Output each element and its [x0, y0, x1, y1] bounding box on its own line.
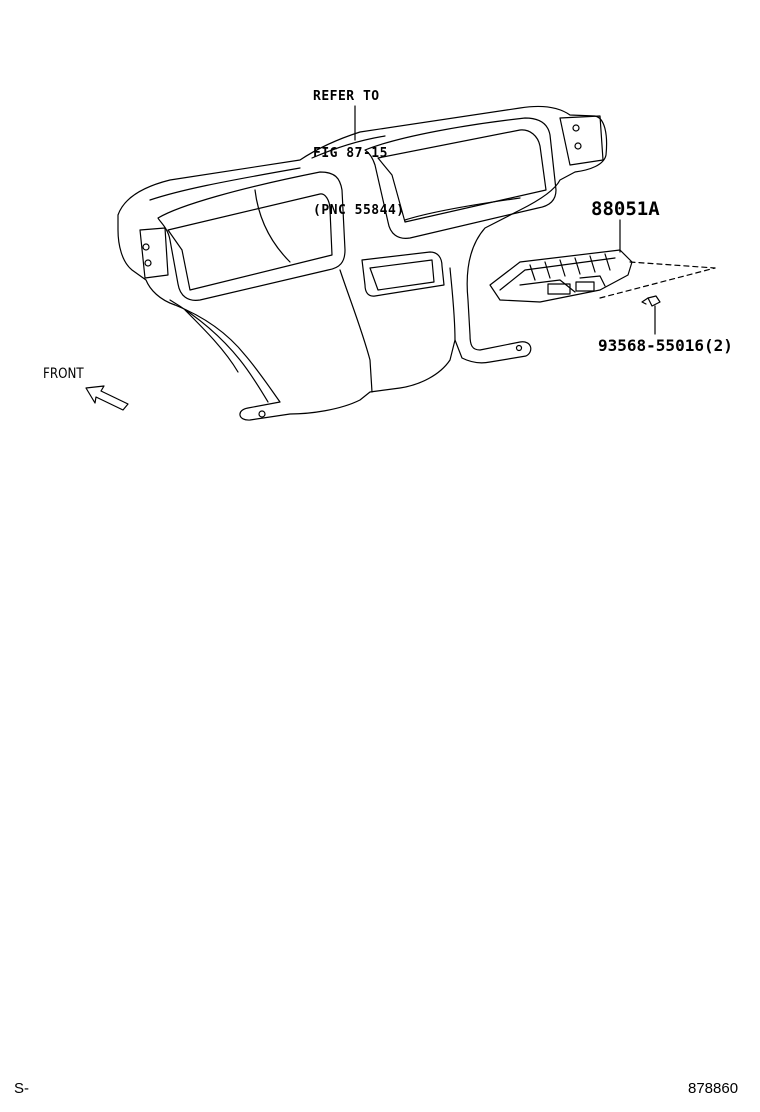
- installation-dashed-lines: [599, 261, 716, 299]
- refer-line-1: REFER TO: [313, 89, 380, 104]
- part-number-main: 88051A: [591, 198, 660, 220]
- screw: [641, 295, 661, 307]
- front-arrow-icon: [85, 385, 129, 411]
- footer-figure-number: 878860: [688, 1080, 739, 1097]
- refer-line-3: (PNC 55844): [313, 203, 405, 218]
- refer-to-callout: REFER TO FIG 87-15 (PNC 55844): [313, 49, 405, 239]
- refer-line-2: FIG 87-15: [313, 146, 388, 161]
- part-number-screw: 93568-55016(2): [598, 336, 733, 355]
- console-panel-body: [117, 105, 608, 421]
- console-panel-diagram: [85, 105, 716, 421]
- front-label: FRONT: [43, 366, 84, 382]
- leader-lines: [354, 105, 656, 335]
- switch-assembly: [489, 249, 633, 303]
- footer-left-code: S-: [14, 1080, 29, 1097]
